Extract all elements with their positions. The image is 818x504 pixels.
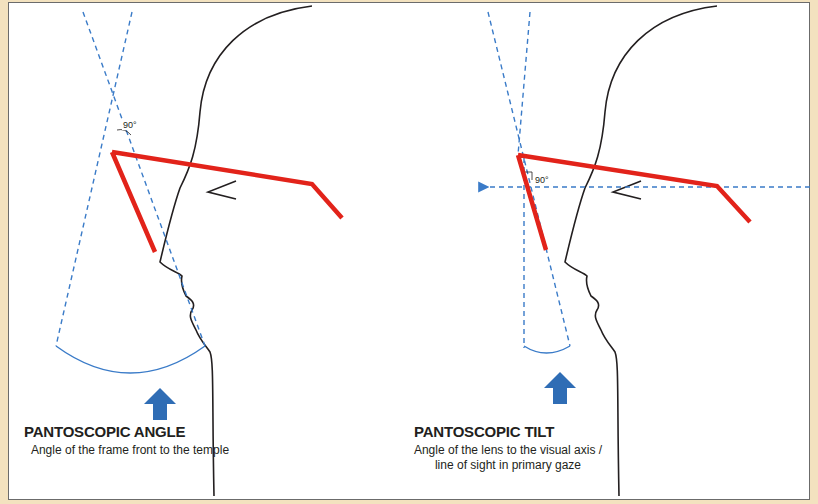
angle-mark: 90° (122, 120, 138, 130)
figure-title: PANTOSCOPIC ANGLE (24, 423, 185, 440)
figure-title: PANTOSCOPIC TILT (414, 423, 554, 440)
figure-description: Angle of the frame front to the temple (30, 443, 230, 458)
right-figure (488, 6, 810, 496)
figure-description: Angle of the lens to the visual axis / l… (408, 443, 608, 473)
left-figure (56, 6, 342, 496)
angle-mark: 90° (534, 175, 550, 185)
